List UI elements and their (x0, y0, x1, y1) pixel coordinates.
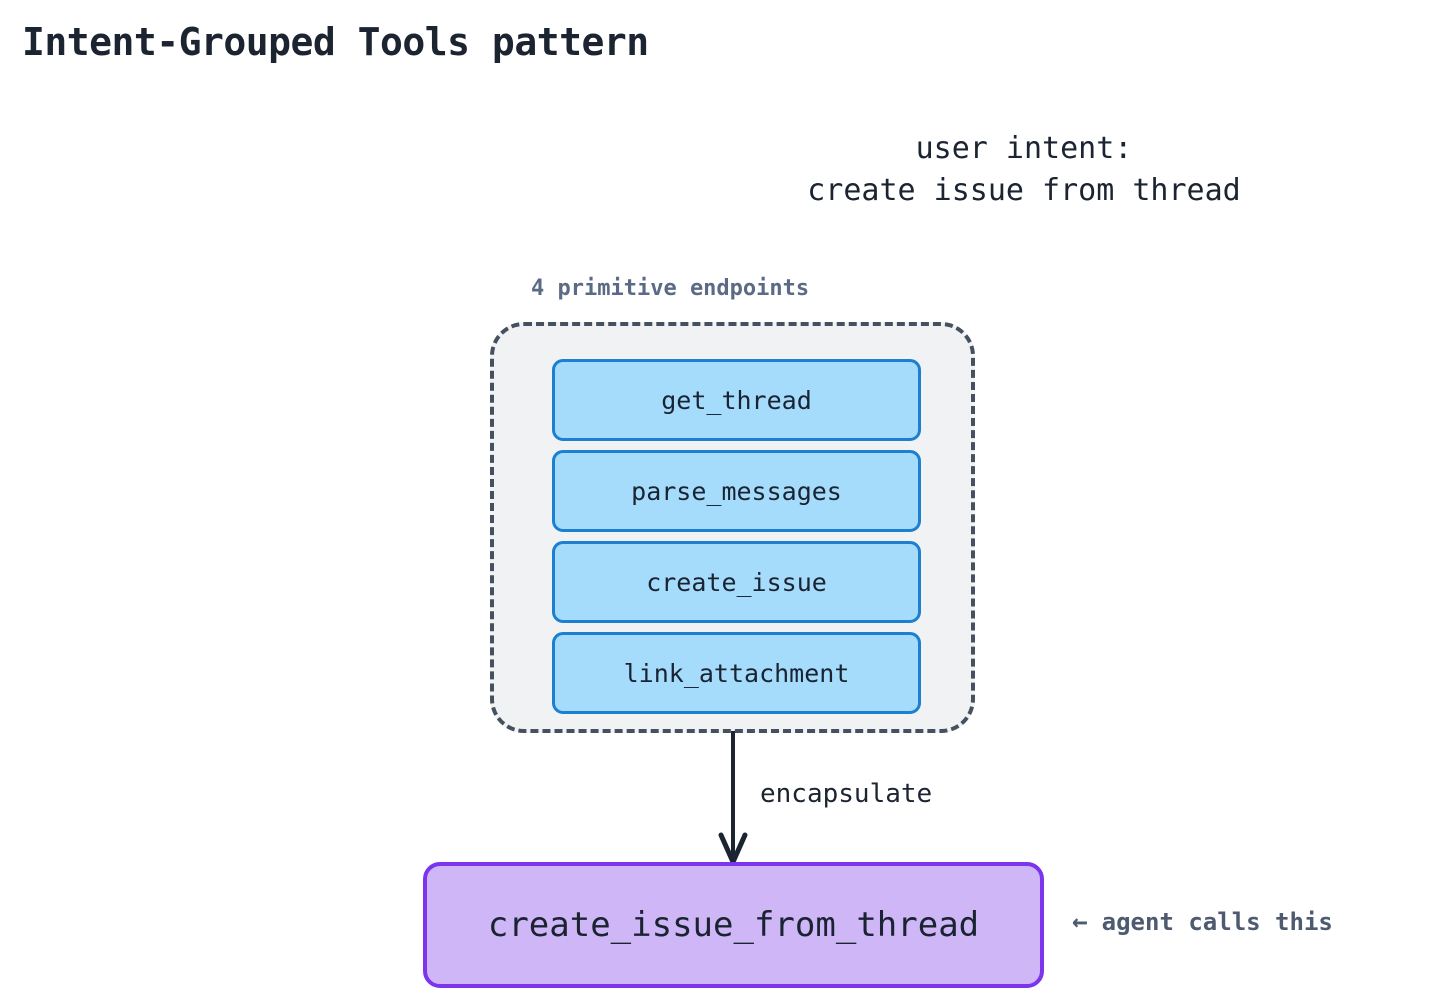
left-arrow-icon: ← (1072, 907, 1088, 937)
encapsulate-label: encapsulate (760, 779, 933, 809)
primitive-box-link-attachment[interactable]: link_attachment (552, 632, 921, 714)
user-intent-line-2: create issue from thread (807, 173, 1241, 208)
primitive-box-list: get_thread parse_messages create_issue l… (552, 359, 921, 714)
aggregate-tool-box[interactable]: create_issue_from_thread (423, 862, 1044, 988)
user-intent-line-1: user intent: (915, 131, 1133, 166)
primitive-box-parse-messages[interactable]: parse_messages (552, 450, 921, 532)
primitive-box-create-issue[interactable]: create_issue (552, 541, 921, 623)
page-title: Intent-Grouped Tools pattern (22, 20, 649, 64)
user-intent-caption: user intent: create issue from thread (724, 128, 1324, 212)
primitive-endpoints-group: get_thread parse_messages create_issue l… (490, 322, 975, 733)
primitive-box-get-thread[interactable]: get_thread (552, 359, 921, 441)
agent-calls-annotation: ← agent calls this (1072, 908, 1333, 936)
primitive-group-caption: 4 primitive endpoints (531, 276, 810, 301)
agent-calls-label: agent calls this (1101, 908, 1333, 936)
